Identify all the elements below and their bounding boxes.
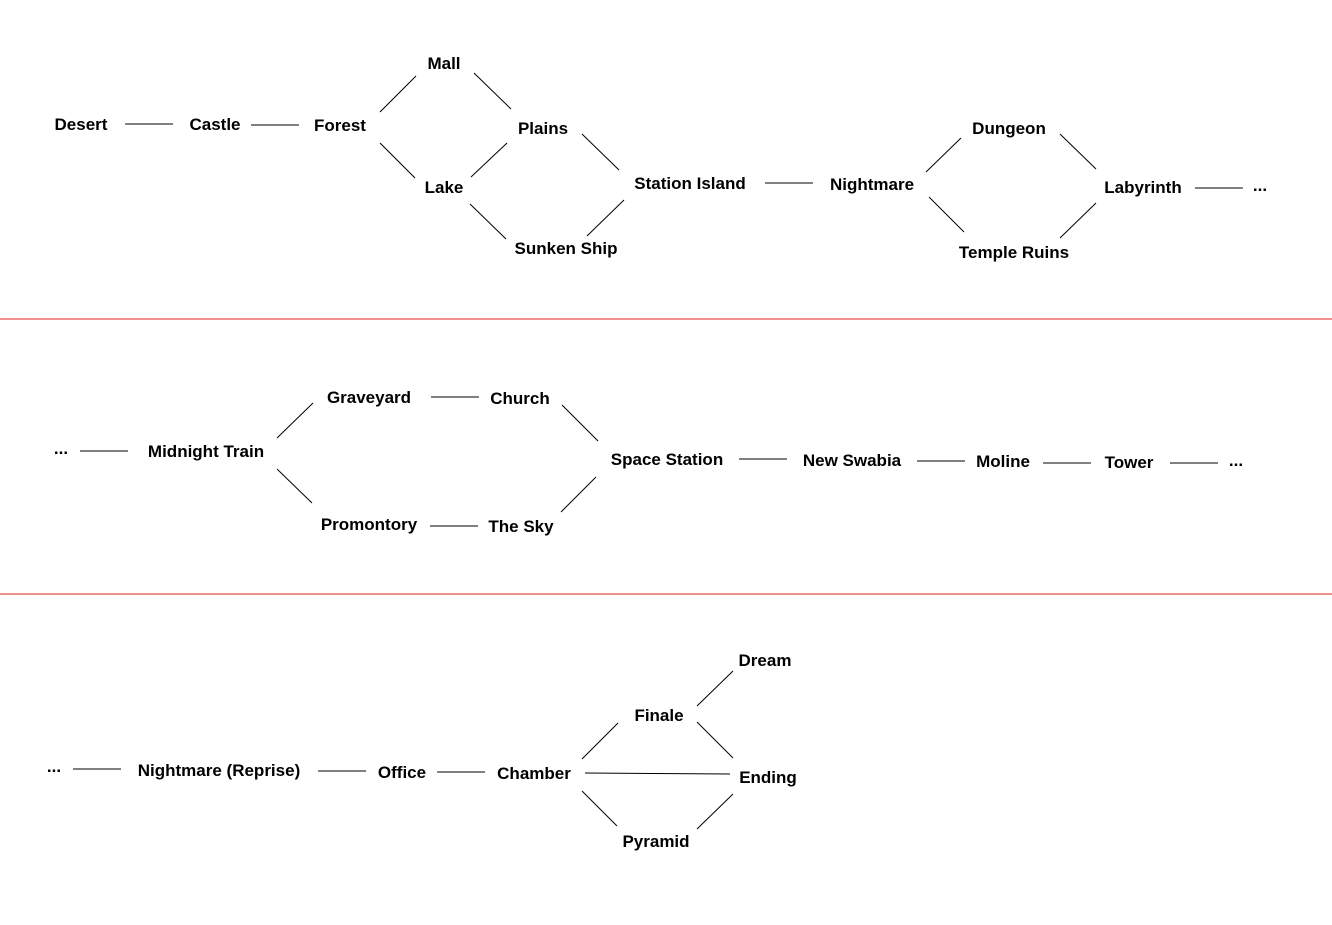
row-3-edges xyxy=(73,670,734,830)
node-tower: Tower xyxy=(1105,453,1154,472)
edge-midnight-train-graveyard xyxy=(276,402,314,439)
node-nightmare: Nightmare xyxy=(830,175,914,194)
node-desert: Desert xyxy=(55,115,108,134)
node-dream: Dream xyxy=(739,651,792,670)
edge-nightmare-temple-ruins xyxy=(928,196,965,233)
node-continue-in: ... xyxy=(54,439,68,458)
node-continue-out: ... xyxy=(1253,176,1267,195)
node-continue-in: ... xyxy=(47,757,61,776)
row-2-edges xyxy=(80,396,1218,527)
node-temple-ruins: Temple Ruins xyxy=(959,243,1069,262)
edge-dungeon-labyrinth xyxy=(1059,133,1097,170)
node-chamber: Chamber xyxy=(497,764,571,783)
node-midnight-train: Midnight Train xyxy=(148,442,264,461)
node-church: Church xyxy=(490,389,550,408)
node-ending: Ending xyxy=(739,768,797,787)
edge-forest-mall xyxy=(379,75,417,113)
edge-finale-dream xyxy=(696,670,734,707)
row-1-edges xyxy=(125,72,1243,240)
node-plains: Plains xyxy=(518,119,568,138)
node-finale: Finale xyxy=(634,706,683,725)
edge-sunken-ship-station-island xyxy=(586,199,625,237)
edge-pyramid-ending xyxy=(696,793,734,830)
node-promontory: Promontory xyxy=(321,515,418,534)
row-2-nodes: ... Midnight Train Graveyard Church Prom… xyxy=(54,388,1243,536)
edge-nightmare-dungeon xyxy=(925,137,962,173)
edge-forest-lake xyxy=(379,142,416,179)
edge-chamber-finale xyxy=(581,722,619,760)
node-dungeon: Dungeon xyxy=(972,119,1046,138)
edge-finale-ending xyxy=(696,721,734,759)
node-sunken-ship: Sunken Ship xyxy=(515,239,618,258)
edge-church-space-station xyxy=(561,404,599,442)
node-pyramid: Pyramid xyxy=(622,832,689,851)
edge-lake-sunken-ship xyxy=(469,203,507,240)
node-mall: Mall xyxy=(427,54,460,73)
edge-chamber-ending xyxy=(584,772,731,775)
node-lake: Lake xyxy=(425,178,464,197)
edge-the-sky-space-station xyxy=(560,476,597,513)
node-space-station: Space Station xyxy=(611,450,723,469)
node-graveyard: Graveyard xyxy=(327,388,411,407)
edge-chamber-pyramid xyxy=(581,790,618,827)
node-continue-out: ... xyxy=(1229,451,1243,470)
edge-lake-plains xyxy=(470,142,508,178)
node-office: Office xyxy=(378,763,426,782)
node-the-sky: The Sky xyxy=(488,517,554,536)
row-3-nodes: ... Nightmare (Reprise) Office Chamber F… xyxy=(47,651,797,851)
node-castle: Castle xyxy=(189,115,240,134)
row-1-nodes: Desert Castle Forest Mall Lake Plains Su… xyxy=(55,54,1268,262)
edge-midnight-train-promontory xyxy=(276,468,313,504)
edge-temple-ruins-labyrinth xyxy=(1059,202,1097,239)
node-nightmare-reprise: Nightmare (Reprise) xyxy=(138,761,300,780)
node-new-swabia: New Swabia xyxy=(803,451,902,470)
node-station-island: Station Island xyxy=(634,174,745,193)
node-moline: Moline xyxy=(976,452,1030,471)
node-forest: Forest xyxy=(314,116,366,135)
node-labyrinth: Labyrinth xyxy=(1104,178,1181,197)
edge-mall-plains xyxy=(473,72,512,110)
edge-plains-station-island xyxy=(581,133,620,171)
